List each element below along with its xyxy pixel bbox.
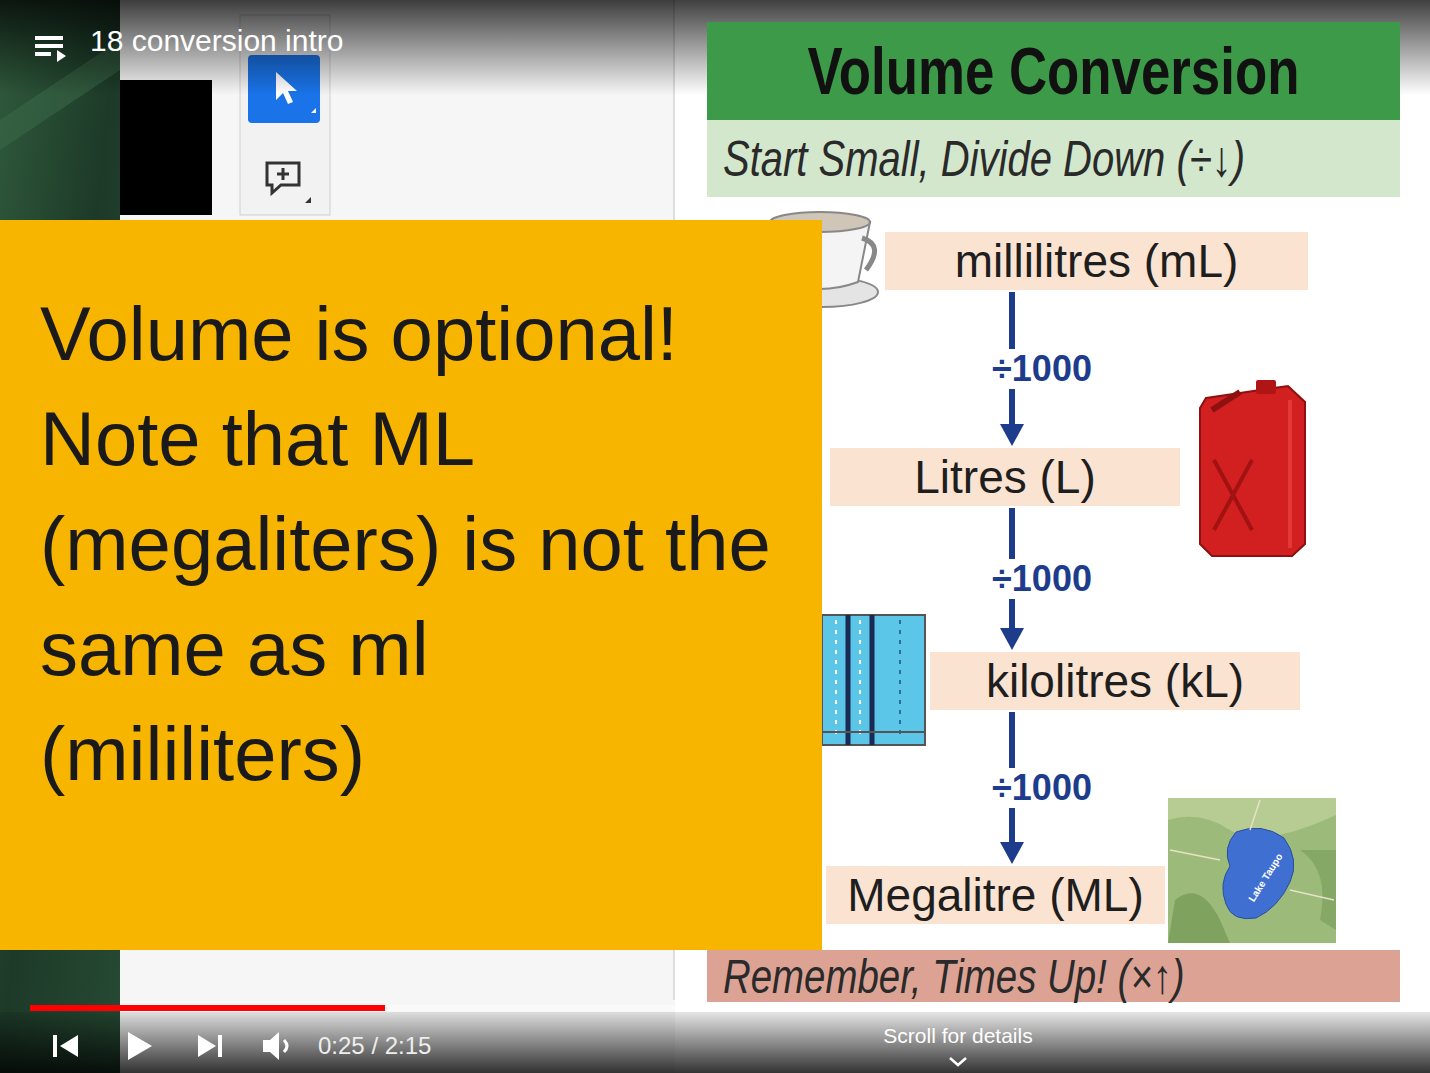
- unit-band: millilitres (mL): [885, 232, 1308, 290]
- map-land: [1168, 893, 1230, 943]
- volume-icon: [263, 1032, 279, 1060]
- previous-icon: [60, 1035, 78, 1057]
- unit-band: kilolitres (kL): [930, 652, 1300, 710]
- band-text: Start Small, Divide Down (÷↓): [723, 130, 1245, 188]
- jerry-can: [1200, 386, 1305, 556]
- jerry-can-spout: [1256, 380, 1276, 394]
- band-text: Litres (L): [914, 450, 1095, 504]
- edge-label: ÷1000: [988, 349, 1096, 389]
- previous-icon: [53, 1035, 57, 1057]
- arrowhead: [1000, 628, 1024, 650]
- tank: [822, 615, 925, 745]
- progress-track: [30, 1005, 1430, 1011]
- playlist-icon: [35, 36, 63, 40]
- edge-label: ÷1000: [988, 768, 1096, 808]
- bottom-shade: [0, 1012, 1430, 1073]
- comment-icon: [267, 163, 299, 193]
- band-text: Megalitre (ML): [847, 868, 1144, 922]
- arrowhead: [1000, 842, 1024, 864]
- jerry-can-handle: [1212, 392, 1240, 410]
- hint-band: Start Small, Divide Down (÷↓): [707, 120, 1400, 197]
- progress-played: [30, 1005, 385, 1011]
- tank-post: [870, 615, 875, 745]
- band-text: Remember, Times Up! (×↑): [723, 949, 1185, 1004]
- map-road: [1170, 800, 1334, 900]
- unit-band: Litres (L): [830, 448, 1180, 506]
- map: [1168, 798, 1336, 943]
- tank-post: [846, 615, 851, 745]
- note-box: Volume is optional! Note that ML (megali…: [0, 220, 822, 950]
- playlist-icon: [57, 50, 66, 62]
- play-icon: [128, 1032, 152, 1060]
- playlist-icon: [35, 52, 51, 56]
- teacup-handle: [862, 238, 875, 270]
- arrowhead: [1000, 424, 1024, 446]
- hint-band: Remember, Times Up! (×↑): [707, 950, 1400, 1002]
- chevron-icon: [950, 1058, 966, 1065]
- band-text: millilitres (mL): [955, 234, 1239, 288]
- corner-mark: [305, 197, 311, 203]
- title-band: Volume Conversion: [707, 22, 1400, 120]
- tank-scale: [859, 620, 861, 740]
- volume-icon: [284, 1040, 287, 1052]
- tank-base: [822, 731, 925, 733]
- map-land: [1300, 850, 1336, 930]
- scroll-hint: Scroll for details: [883, 1024, 1032, 1048]
- edge-label: ÷1000: [988, 559, 1096, 599]
- playlist-icon: [35, 44, 63, 48]
- video-title: 18 conversion intro: [90, 24, 343, 58]
- next-icon: [198, 1035, 216, 1057]
- comment-plus: [277, 168, 289, 180]
- black-panel: [120, 80, 212, 215]
- time-readout: 0:25 / 2:15: [318, 1032, 431, 1060]
- corner-mark: [311, 108, 316, 113]
- next-icon: [218, 1035, 222, 1057]
- unit-band: Megalitre (ML): [826, 866, 1165, 924]
- tank-scale: [899, 620, 901, 740]
- title-text: Volume Conversion: [808, 33, 1300, 109]
- band-text: kilolitres (kL): [986, 654, 1244, 708]
- jerry-can-shine: [1288, 400, 1292, 548]
- jerry-can-x: [1214, 460, 1252, 530]
- note-text: Volume is optional! Note that ML (megali…: [40, 282, 772, 806]
- lake: [1223, 828, 1294, 919]
- tank-scale: [835, 620, 837, 740]
